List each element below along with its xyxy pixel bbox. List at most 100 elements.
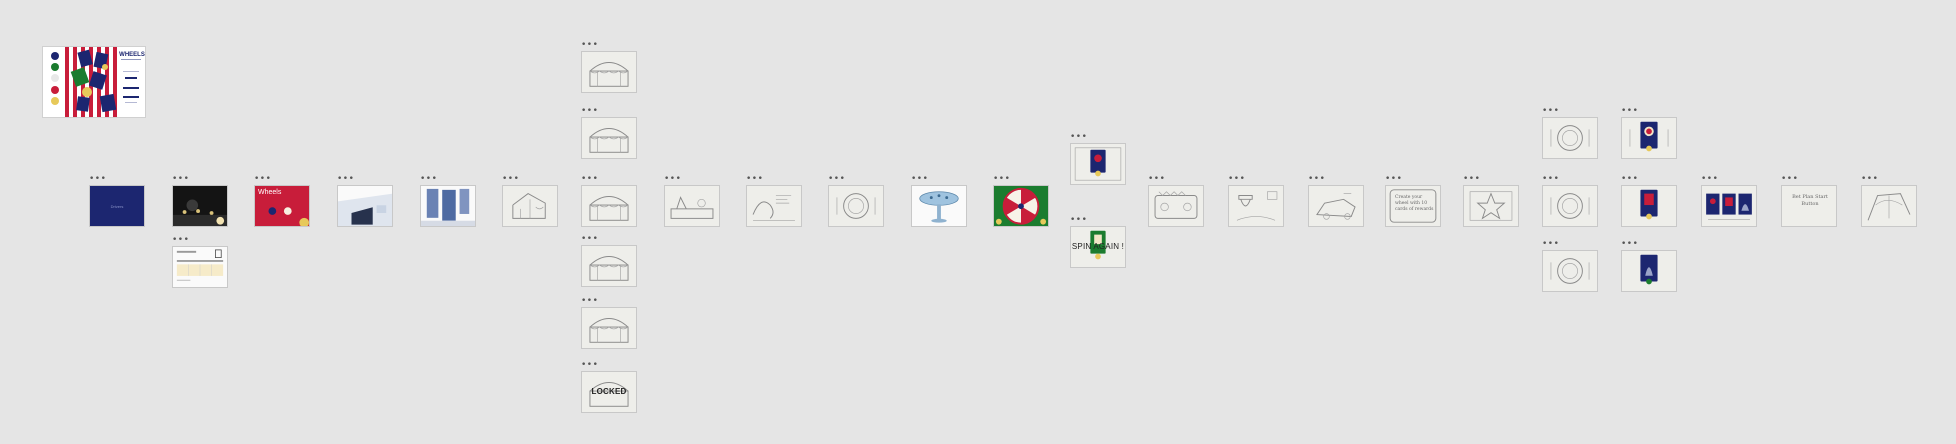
more-options-icon[interactable]: ••• xyxy=(1070,215,1088,225)
card-art xyxy=(1640,254,1658,285)
sketch-art xyxy=(1469,191,1513,221)
frame-thumbnail: LOCKED xyxy=(581,371,637,413)
more-options-icon[interactable]: ••• xyxy=(1621,174,1639,184)
note-text: Bet Plan Start Button xyxy=(1792,194,1828,207)
frame-thumbnail: Wheels xyxy=(254,185,310,227)
frame-thumbnail xyxy=(1463,185,1519,227)
frame-thumbnail xyxy=(172,185,228,227)
cover-art xyxy=(268,207,309,226)
tent-sketch xyxy=(589,62,629,87)
frame-thumbnail xyxy=(1228,185,1284,227)
frame-thumbnail xyxy=(993,185,1049,227)
tent-sketch xyxy=(589,196,629,221)
more-options-icon[interactable]: ••• xyxy=(581,296,599,306)
more-options-icon[interactable]: ••• xyxy=(1781,174,1799,184)
frame-thumbnail xyxy=(1148,185,1204,227)
note-border xyxy=(1389,189,1437,223)
more-options-icon[interactable]: ••• xyxy=(502,174,520,184)
locked-label: LOCKED xyxy=(591,387,627,396)
frame-thumbnail xyxy=(581,51,637,93)
frame-thumbnail xyxy=(1621,117,1677,159)
plate-sketch xyxy=(1550,193,1590,219)
wheels-moodboard-poster[interactable]: WHEELS xyxy=(42,46,146,118)
more-options-icon[interactable]: ••• xyxy=(254,174,272,184)
frame-thumbnail xyxy=(1308,185,1364,227)
frame-thumbnail xyxy=(1542,185,1598,227)
frame-thumbnail xyxy=(1621,185,1677,227)
frame-thumbnail xyxy=(1701,185,1757,227)
frame-caption: Drivers xyxy=(110,204,124,209)
more-options-icon[interactable]: ••• xyxy=(1542,239,1560,249)
more-options-icon[interactable]: ••• xyxy=(1463,174,1481,184)
card-art xyxy=(1090,230,1106,260)
poster-art: WHEELS xyxy=(51,47,145,117)
more-options-icon[interactable]: ••• xyxy=(1385,174,1403,184)
more-options-icon[interactable]: ••• xyxy=(746,174,764,184)
more-options-icon[interactable]: ••• xyxy=(172,235,190,245)
frame-thumbnail xyxy=(746,185,802,227)
more-options-icon[interactable]: ••• xyxy=(1621,239,1639,249)
more-options-icon[interactable]: ••• xyxy=(993,174,1011,184)
more-options-icon[interactable]: ••• xyxy=(581,40,599,50)
frame-thumbnail: SPIN AGAIN ! xyxy=(1070,226,1126,268)
sketch-art xyxy=(752,195,795,221)
tent-sketch xyxy=(589,256,629,281)
locked-sketch xyxy=(589,382,629,407)
more-options-icon[interactable]: ••• xyxy=(581,360,599,370)
poster-title: WHEELS xyxy=(119,52,145,58)
sketch-art xyxy=(1154,191,1198,219)
more-options-icon[interactable]: ••• xyxy=(828,174,846,184)
night-scene-art xyxy=(173,199,227,226)
frame-thumbnail xyxy=(664,185,720,227)
cover-title: Wheels xyxy=(258,189,282,196)
more-options-icon[interactable]: ••• xyxy=(581,106,599,116)
perspective-art xyxy=(338,193,392,226)
more-options-icon[interactable]: ••• xyxy=(1621,106,1639,116)
card-art xyxy=(1629,121,1669,152)
poster-cards xyxy=(70,49,117,113)
more-options-icon[interactable]: ••• xyxy=(1148,174,1166,184)
more-options-icon[interactable]: ••• xyxy=(581,174,599,184)
more-options-icon[interactable]: ••• xyxy=(664,174,682,184)
more-options-icon[interactable]: ••• xyxy=(1070,132,1088,142)
more-options-icon[interactable]: ••• xyxy=(1701,174,1719,184)
prize-wheel-art xyxy=(995,187,1047,225)
plate-sketch xyxy=(1550,258,1590,284)
frame-thumbnail xyxy=(420,185,476,227)
panels-art xyxy=(421,188,475,226)
frame-thumbnail xyxy=(581,307,637,349)
frame-thumbnail xyxy=(1542,250,1598,292)
document-table-art xyxy=(176,249,224,281)
frame-thumbnail xyxy=(1070,143,1126,185)
frame-thumbnail xyxy=(581,185,637,227)
frame-thumbnail xyxy=(911,185,967,227)
frame-thumbnail xyxy=(172,246,228,288)
card-art xyxy=(1640,189,1658,220)
more-options-icon[interactable]: ••• xyxy=(1861,174,1879,184)
sketch-art xyxy=(1316,193,1356,220)
more-options-icon[interactable]: ••• xyxy=(581,234,599,244)
frame-thumbnail: Create your wheel with 10 cards of rewar… xyxy=(1385,185,1441,227)
frame-thumbnail xyxy=(1542,117,1598,159)
note-text: Create your wheel with 10 cards of rewar… xyxy=(1395,195,1434,212)
sketch-art xyxy=(512,193,546,219)
more-options-icon[interactable]: ••• xyxy=(337,174,355,184)
sketch-art xyxy=(1236,191,1278,221)
plate-sketch xyxy=(1550,125,1590,151)
more-options-icon[interactable]: ••• xyxy=(1542,106,1560,116)
poster-swatches xyxy=(51,52,59,105)
more-options-icon[interactable]: ••• xyxy=(1542,174,1560,184)
spin-again-label: SPIN AGAIN ! xyxy=(1071,242,1125,251)
more-options-icon[interactable]: ••• xyxy=(1228,174,1246,184)
more-options-icon[interactable]: ••• xyxy=(1308,174,1326,184)
frame-thumbnail xyxy=(1621,250,1677,292)
more-options-icon[interactable]: ••• xyxy=(911,174,929,184)
frame-thumbnail xyxy=(581,245,637,287)
frame-thumbnail xyxy=(337,185,393,227)
tent-sketch xyxy=(589,128,629,153)
more-options-icon[interactable]: ••• xyxy=(89,174,107,184)
round-table-art xyxy=(919,191,959,223)
more-options-icon[interactable]: ••• xyxy=(172,174,190,184)
frame-thumbnail xyxy=(1861,185,1917,227)
more-options-icon[interactable]: ••• xyxy=(420,174,438,184)
